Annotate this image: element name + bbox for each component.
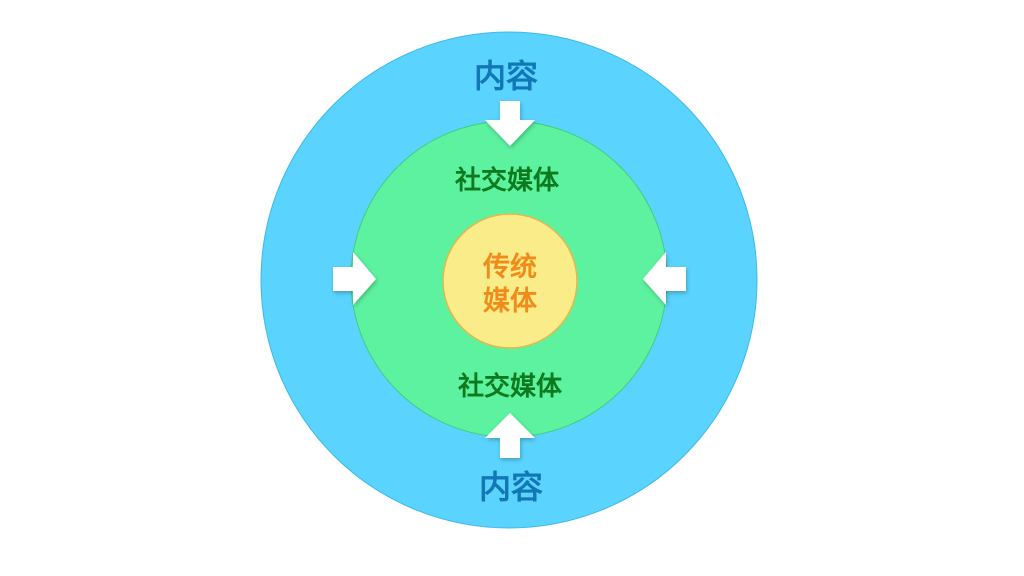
inner-label-line1: 传统 [482,251,537,283]
outer-top-label: 内容 [474,57,538,95]
arrow-top-down-icon [485,101,535,146]
arrow-right-left-icon [643,252,686,305]
arrow-left-right-icon [333,252,376,305]
middle-top-label: 社交媒体 [455,165,560,196]
outer-bottom-label: 内容 [479,468,543,506]
arrow-bottom-up-icon [485,413,535,458]
inner-circle-traditional-media [442,213,578,349]
middle-bottom-label: 社交媒体 [458,371,563,402]
inner-label-line2: 媒体 [483,285,538,317]
